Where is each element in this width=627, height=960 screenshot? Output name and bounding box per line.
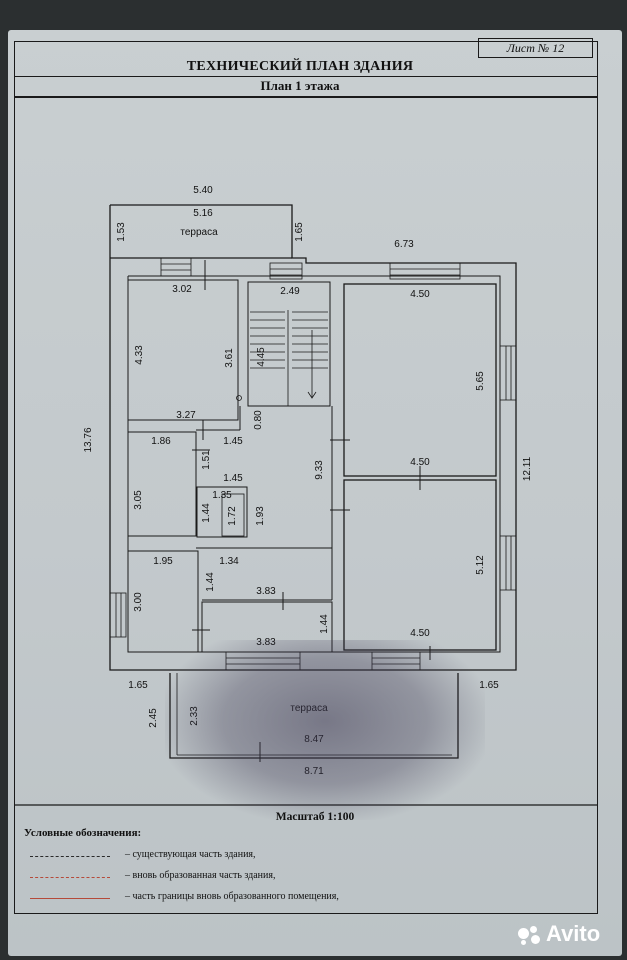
dim-room1-left: 4.33 — [134, 345, 145, 365]
page-title: ТЕХНИЧЕСКИЙ ПЛАН ЗДАНИЯ — [186, 59, 414, 74]
dim-top-overall: 5.40 — [193, 185, 213, 196]
dim-room4-top: 3.83 — [256, 586, 276, 597]
dim-big1-side: 5.65 — [475, 371, 486, 391]
dim-terrace-depth-outer: 2.45 — [148, 708, 159, 728]
dim-room1-bottom: 3.27 — [176, 410, 196, 421]
scale-label: Масштаб 1:100 — [275, 811, 355, 823]
room-3 — [127, 550, 199, 653]
dim-room3-side: 3.00 — [133, 592, 144, 612]
dim-stair-top: 2.49 — [280, 286, 300, 297]
legend-title: Условные обозначения: — [24, 827, 142, 839]
dim-terrace-outer-width: 8.71 — [304, 766, 324, 777]
dim-terrace-depth-inner: 2.33 — [189, 706, 200, 726]
dim-bath-right: 1.93 — [255, 506, 266, 526]
dim-hall-134: 1.34 — [219, 556, 239, 567]
dim-corridor-151: 1.51 — [201, 450, 212, 470]
dim-room2-side: 3.05 — [133, 490, 144, 510]
dim-stair-side: 4.45 — [256, 347, 267, 367]
dim-big2-side: 5.12 — [475, 555, 486, 575]
legend-text: – существующая часть здания, — [125, 849, 256, 860]
legend-item-new-room-boundary: – часть границы вновь образованного поме… — [30, 891, 430, 907]
dim-terrace-inner-width: 8.47 — [304, 734, 324, 745]
big-room-2 — [343, 479, 497, 651]
label-terrace-bottom: терраса — [290, 703, 328, 714]
room-2 — [127, 431, 197, 537]
dim-terrace-left-ext: 1.65 — [128, 680, 148, 691]
dim-bath-left: 1.44 — [201, 503, 212, 523]
dim-bath-inner: 1.72 — [227, 506, 238, 526]
room-1 — [127, 279, 239, 421]
header-divider-top — [14, 76, 598, 78]
dim-room3-top: 1.95 — [153, 556, 173, 567]
dim-room4-side: 1.44 — [319, 614, 330, 634]
dim-right-overall: 12.11 — [522, 456, 533, 481]
legend-line-solid-red — [30, 898, 110, 899]
drawing-frame — [14, 41, 598, 914]
dim-room4-bottom: 3.83 — [256, 637, 276, 648]
dim-corridor-145a: 1.45 — [223, 436, 243, 447]
legend-item-existing: – существующая часть здания, — [30, 849, 430, 865]
bath-inner — [221, 493, 245, 537]
big-room-1 — [343, 283, 497, 477]
label-terrace-top: терраса — [180, 227, 218, 238]
sheet-number-box: Лист № 12 — [478, 38, 593, 58]
dim-terrace-top-left: 1.53 — [116, 222, 127, 242]
stair-block — [247, 281, 331, 407]
avito-logo-icon — [518, 926, 544, 946]
dim-right-top: 6.73 — [394, 239, 414, 250]
dim-bath-top: 1.35 — [212, 490, 232, 501]
dim-room1-top: 3.02 — [172, 284, 192, 295]
dim-terrace-right-ext: 1.65 — [479, 680, 499, 691]
dim-hall-144: 1.44 — [205, 572, 216, 592]
avito-watermark: Avito — [518, 921, 618, 948]
dim-room1-right: 3.61 — [224, 348, 235, 368]
dim-terrace-top-right: 1.65 — [294, 222, 305, 242]
dim-corridor-933: 9.33 — [314, 460, 325, 480]
dim-big1-top: 4.50 — [410, 289, 430, 300]
terrace-bottom — [169, 673, 459, 759]
dim-big1-bottom: 4.50 — [410, 457, 430, 468]
legend-text: – часть границы вновь образованного поме… — [125, 891, 339, 902]
dim-left-overall: 13.76 — [83, 427, 94, 452]
legend-line-dashed-red — [30, 877, 110, 878]
dim-corridor-145b: 1.45 — [223, 473, 243, 484]
page-subtitle: План 1 этажа — [260, 78, 340, 93]
avito-wordmark: Avito — [546, 921, 601, 946]
legend-line-dashed-black — [30, 856, 110, 857]
bath — [196, 486, 248, 538]
dim-terrace-top-inner: 5.16 — [193, 208, 213, 219]
legend-item-new-part: – вновь образованная часть здания, — [30, 870, 430, 886]
dim-room2-top: 1.86 — [151, 436, 171, 447]
legend-text: – вновь образованная часть здания, — [125, 870, 276, 881]
header-divider-bottom — [14, 96, 598, 98]
dim-stair-door: 0.80 — [253, 410, 264, 430]
dim-big2-bottom: 4.50 — [410, 628, 430, 639]
